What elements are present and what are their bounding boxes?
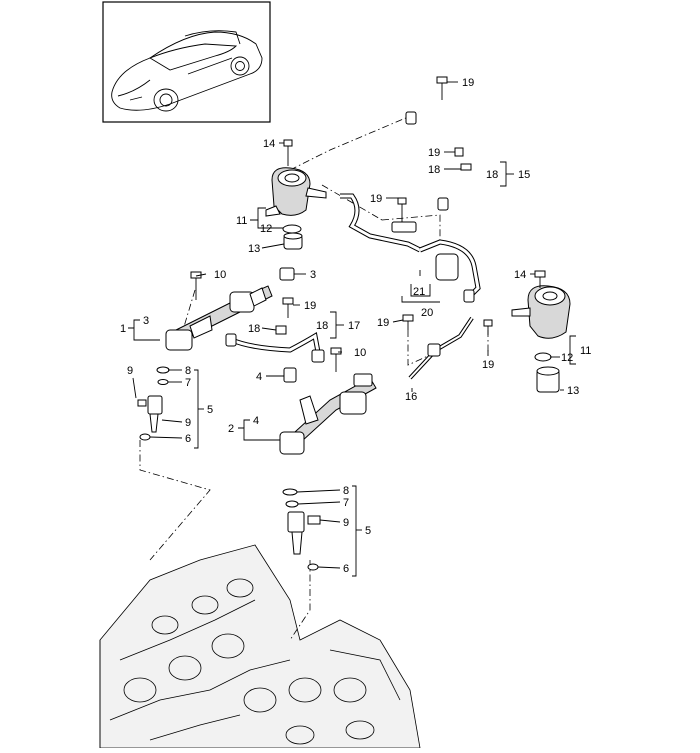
callout-18: 18 bbox=[248, 323, 260, 335]
right-fuel-rail bbox=[279, 347, 377, 455]
callout-19: 19 bbox=[370, 193, 382, 205]
callout-10: 10 bbox=[214, 269, 226, 281]
callout-19: 19 bbox=[304, 300, 316, 312]
callout-13: 13 bbox=[248, 243, 260, 255]
lower-high-pressure-pump bbox=[511, 270, 571, 393]
callout-2: 2 bbox=[228, 423, 234, 435]
leader-lines bbox=[128, 81, 576, 577]
callout-10: 10 bbox=[354, 347, 366, 359]
callout-19: 19 bbox=[462, 77, 474, 89]
callout-18: 18 bbox=[428, 164, 440, 176]
connecting-pipe bbox=[225, 297, 325, 363]
left-injector-set bbox=[137, 366, 170, 441]
vehicle-thumbnail bbox=[102, 1, 271, 123]
callout-4: 4 bbox=[256, 371, 262, 383]
callout-12: 12 bbox=[260, 223, 272, 235]
callout-11: 11 bbox=[236, 215, 247, 227]
high-pressure-lines bbox=[340, 76, 494, 303]
callout-19: 19 bbox=[482, 359, 494, 371]
callout-6: 6 bbox=[185, 433, 191, 445]
callout-16: 16 bbox=[405, 391, 417, 403]
lower-injector-set bbox=[282, 488, 321, 571]
callout-17: 17 bbox=[348, 320, 360, 332]
callout-5: 5 bbox=[365, 525, 371, 537]
callout-7: 7 bbox=[343, 497, 349, 509]
callout-14: 14 bbox=[263, 138, 275, 150]
callout-14: 14 bbox=[514, 269, 526, 281]
callout-20: 20 bbox=[421, 307, 433, 319]
callout-18: 18 bbox=[486, 169, 498, 181]
callout-8: 8 bbox=[185, 365, 191, 377]
callout-3: 3 bbox=[143, 315, 149, 327]
callout-7: 7 bbox=[185, 377, 191, 389]
callout-9: 9 bbox=[127, 365, 133, 377]
callout-4: 4 bbox=[253, 415, 259, 427]
callout-19: 19 bbox=[428, 147, 440, 159]
callout-1: 1 bbox=[120, 323, 126, 335]
callout-19: 19 bbox=[377, 317, 389, 329]
callout-15: 15 bbox=[518, 169, 530, 181]
callout-9: 9 bbox=[185, 417, 191, 429]
callout-9: 9 bbox=[343, 517, 349, 529]
engine-block bbox=[99, 544, 421, 749]
left-fuel-rail bbox=[165, 267, 295, 351]
callout-3: 3 bbox=[310, 269, 316, 281]
upper-high-pressure-pump bbox=[265, 139, 327, 250]
callout-6: 6 bbox=[343, 563, 349, 575]
callout-13: 13 bbox=[567, 385, 579, 397]
callout-12: 12 bbox=[561, 352, 573, 364]
callout-21: 21 bbox=[413, 286, 425, 298]
callout-8: 8 bbox=[343, 485, 349, 497]
callout-labels: 19 14 19 18 15 18 19 11 12 13 10 3 21 20… bbox=[120, 77, 591, 575]
sensor-line bbox=[402, 314, 493, 380]
callout-5: 5 bbox=[207, 404, 213, 416]
callout-11: 11 bbox=[580, 345, 591, 357]
callout-18: 18 bbox=[316, 320, 328, 332]
